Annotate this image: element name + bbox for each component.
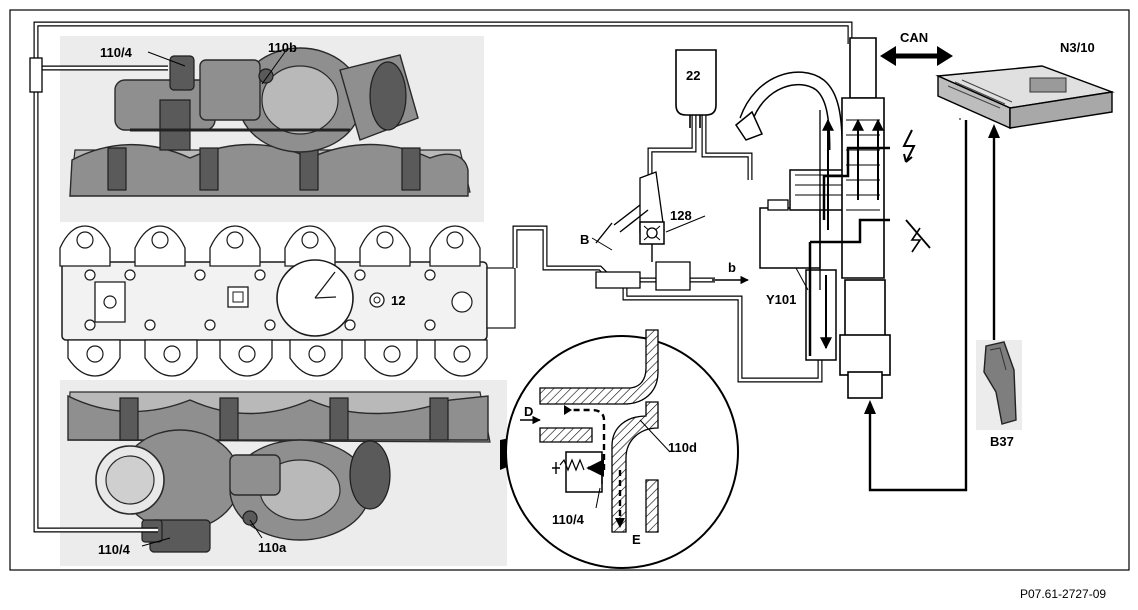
vacuum-hose [734, 71, 843, 151]
label-e: E [632, 532, 641, 547]
accelerator-pedal-b37 [976, 340, 1022, 430]
label-can: CAN [900, 30, 928, 45]
t-fitting-b [595, 171, 691, 291]
label-n3-10: N3/10 [1060, 40, 1095, 55]
figure-code: P07.61-2727-09 [1020, 587, 1106, 601]
can-bus-arrow [880, 46, 953, 66]
label-128: 128 [670, 208, 692, 223]
label-110b: 110b [268, 40, 297, 55]
pressure-reservoir-22 [675, 49, 717, 128]
disconnected-signal-symbol [905, 219, 931, 253]
label-110a: 110a [258, 540, 287, 555]
label-110-4-bottom: 110/4 [98, 542, 131, 557]
label-110-4-top: 110/4 [100, 45, 133, 60]
label-110-4-detail: 110/4 [552, 512, 585, 527]
ecu-n3-10 [935, 65, 1115, 130]
lower-turbocharger [67, 391, 491, 553]
leader-lines [141, 51, 809, 547]
control-path [808, 146, 890, 356]
label-b-upper: B [580, 232, 589, 247]
label-d: D [524, 404, 533, 419]
cylinder-head [59, 225, 516, 377]
label-12: 12 [391, 293, 405, 308]
label-b37: B37 [990, 434, 1014, 449]
label-22: 22 [686, 68, 700, 83]
vacuum-line-left-loop [29, 21, 853, 533]
label-y101: Y101 [766, 292, 796, 307]
check-valve-128 [639, 221, 665, 262]
ecu-wiring [864, 120, 1000, 492]
electric-signal-symbol [902, 129, 916, 163]
wastegate-detail-view [500, 329, 739, 569]
label-110d: 110d [668, 440, 697, 455]
upper-turbocharger [69, 47, 471, 197]
label-b-lower: b [728, 260, 736, 275]
